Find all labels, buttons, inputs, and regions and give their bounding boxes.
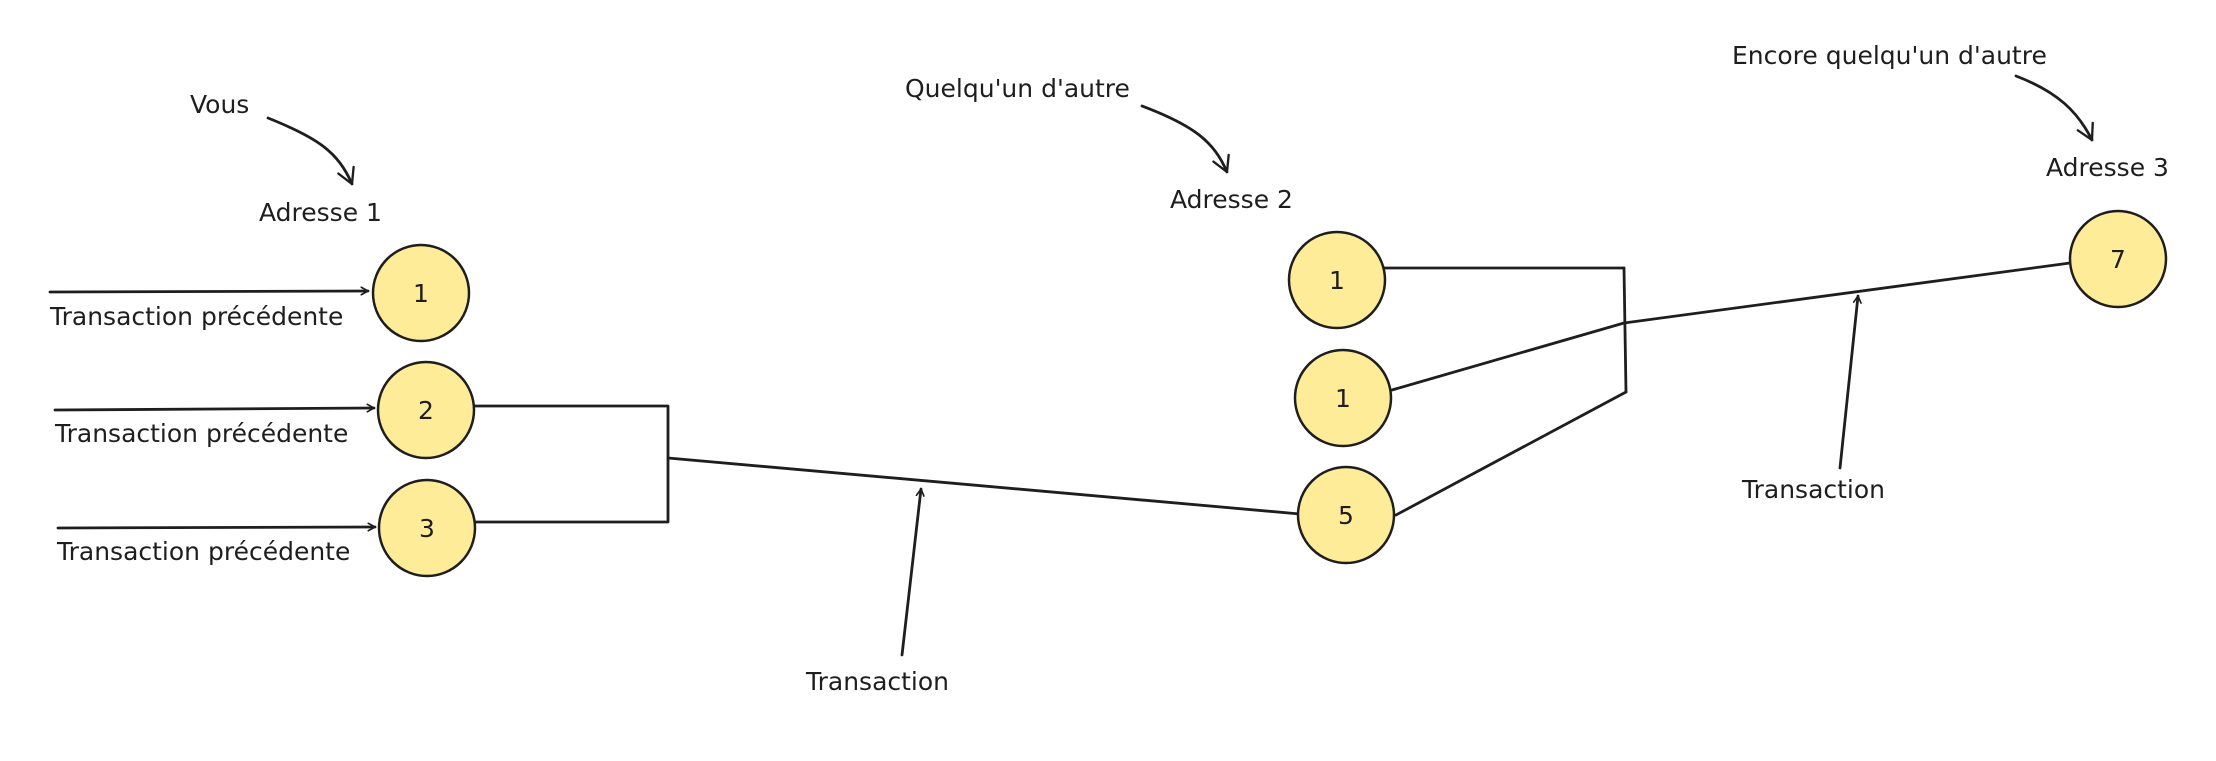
- previous-tx-arrow-1: [48, 291, 370, 292]
- previous-tx-label-1: Transaction précédente: [49, 302, 343, 331]
- coin-address2-value-1a: 1: [1287, 230, 1387, 330]
- tx1-input-bracket: [472, 404, 670, 524]
- tx2-label: Transaction: [1741, 475, 1885, 504]
- tx1-label: Transaction: [805, 667, 949, 696]
- coin-value: 2: [418, 396, 434, 425]
- address-label-1: Adresse 1: [259, 198, 382, 227]
- tx1-output-line: [666, 456, 1302, 516]
- owner-label-someone-else: Quelqu'un d'autre: [905, 74, 1130, 103]
- tx2-input-line-middle: [1390, 321, 1626, 392]
- address-label-2: Adresse 2: [1170, 185, 1293, 214]
- owner-label-yet-another: Encore quelqu'un d'autre: [1732, 41, 2047, 70]
- previous-tx-label-3: Transaction précédente: [56, 537, 350, 566]
- coin-address1-value-2: 2: [376, 360, 476, 460]
- tx2-input-vertical: [1622, 266, 1628, 394]
- owner-label-you: Vous: [190, 90, 249, 119]
- coin-value: 5: [1338, 501, 1354, 530]
- coin-address2-value-5: 5: [1296, 465, 1396, 565]
- owner-arrow-you: [266, 116, 355, 186]
- previous-tx-label-2: Transaction précédente: [54, 419, 348, 448]
- previous-tx-arrow-3: [56, 527, 377, 528]
- coin-address1-value-3: 3: [377, 478, 477, 578]
- tx2-input-line-bottom: [1394, 390, 1628, 517]
- coin-address3-value-7: 7: [2068, 209, 2168, 309]
- tx1-pointer-arrow: [900, 487, 921, 657]
- previous-tx-arrow-2: [53, 408, 376, 410]
- coin-value: 1: [1335, 384, 1351, 413]
- tx2-output-line: [1622, 261, 2072, 325]
- coin-value: 1: [1329, 266, 1345, 295]
- coin-address1-value-1: 1: [371, 243, 471, 343]
- coin-address2-value-1b: 1: [1293, 348, 1393, 448]
- tx2-pointer-arrow: [1838, 294, 1858, 470]
- owner-arrow-yet-another: [2014, 74, 2094, 142]
- coin-value: 7: [2110, 245, 2126, 274]
- coin-value: 1: [413, 279, 429, 308]
- owner-arrow-someone-else: [1140, 104, 1230, 174]
- address-label-3: Adresse 3: [2046, 153, 2169, 182]
- coin-value: 3: [419, 514, 435, 543]
